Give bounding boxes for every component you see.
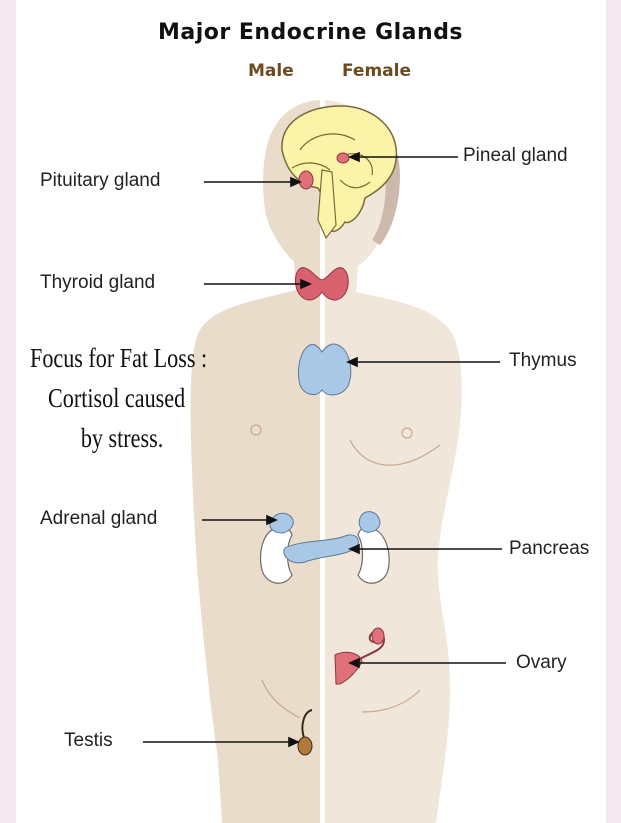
testis-organ <box>298 737 312 755</box>
label-pituitary-gland: Pituitary gland <box>40 170 160 192</box>
pituitary-gland-organ <box>299 171 313 189</box>
ovary-organ <box>372 628 384 644</box>
female-subtitle: Female <box>342 61 411 81</box>
note-line-2: Cortisol caused <box>30 378 219 418</box>
note-line-1: Focus for Fat Loss : <box>30 338 219 378</box>
label-testis: Testis <box>64 730 113 752</box>
label-pineal-gland: Pineal gland <box>463 145 568 167</box>
pineal-gland-organ <box>337 153 349 163</box>
diagram-title: Major Endocrine Glands <box>0 20 621 45</box>
label-ovary: Ovary <box>516 652 567 674</box>
fat-loss-note: Focus for Fat Loss : Cortisol caused by … <box>30 338 219 458</box>
note-line-3: by stress. <box>30 418 219 458</box>
male-subtitle: Male <box>248 61 294 81</box>
label-pancreas: Pancreas <box>509 538 589 560</box>
label-adrenal-gland: Adrenal gland <box>40 508 157 530</box>
thymus-organ <box>298 344 350 395</box>
label-thyroid-gland: Thyroid gland <box>40 272 155 294</box>
male-body-silhouette <box>190 100 322 823</box>
right-adrenal-organ <box>359 512 380 533</box>
label-thymus: Thymus <box>509 350 577 372</box>
